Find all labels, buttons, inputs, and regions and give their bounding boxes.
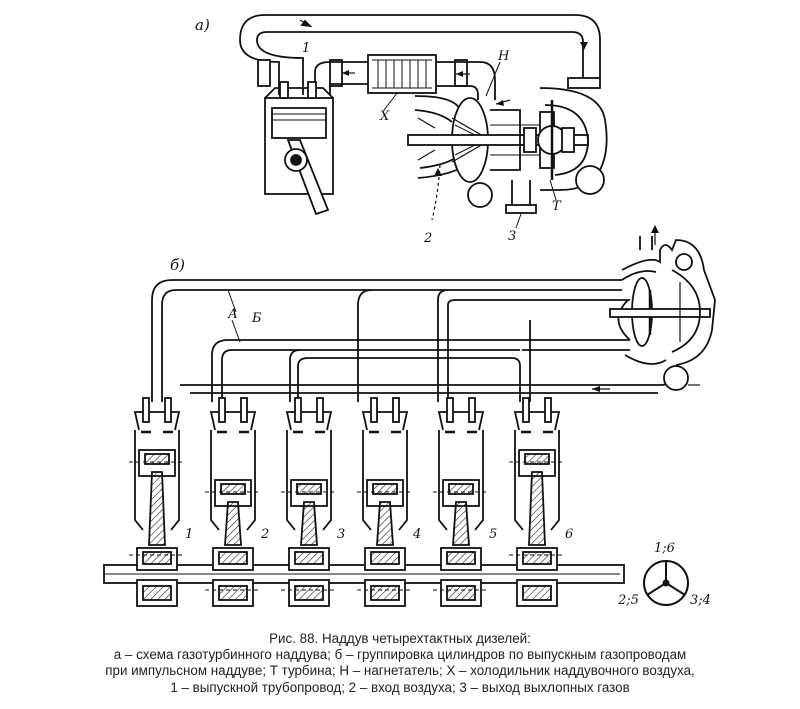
cylinder-6: 6 [509,397,573,607]
label-a-blower: Н [497,49,510,64]
label-pipe-a: А [227,307,238,322]
diagram-b: б) [103,225,716,584]
panel-b-label: б) [170,256,185,274]
cylinder-number-6: 6 [565,527,573,542]
diagram-a: а) [195,14,608,246]
cylinder-5: 5 [433,397,497,607]
turbocharger-b [609,225,716,391]
panel-a-label: а) [195,16,210,34]
cylinder-4: 4 [357,397,421,607]
figure-caption: Рис. 88. Наддув четырехтактных дизелей: … [0,631,800,696]
label-a-outlet: 3 [508,229,516,244]
label-a-turbine: Т [552,199,562,214]
cylinder-2: 2 [205,397,269,607]
cylinder-number-4: 4 [412,527,421,542]
firing-label-left: 2;5 [617,593,639,608]
caption-line-a: а – схема газотурбинного наддува; б – гр… [113,647,687,663]
caption-line-c: 1 – выпускной трубопровод; 2 – вход возд… [170,679,630,695]
caption-line-b: при импульсном наддуве; Т турбина; Н – н… [105,663,695,679]
firing-label-right: 3;4 [690,593,711,608]
cylinder-number-3: 3 [337,527,345,542]
cylinder-number-1: 1 [185,527,193,542]
firing-label-top: 1;6 [654,541,675,556]
label-a-inlet: 2 [423,231,432,246]
cylinder-1: 1 [129,397,193,607]
cylinder-number-5: 5 [489,527,497,542]
cylinder-number-2: 2 [260,527,269,542]
cylinder-3: 3 [281,397,345,607]
caption-title: Рис. 88. Наддув четырехтактных дизелей: [269,631,531,646]
label-pipe-b: Б [251,311,262,326]
engine-supercharging-figure: а) [103,14,716,608]
exhaust-pipe-1 [239,14,601,95]
cylinder-a [264,97,334,195]
cylinder-bank: 1 2 3 4 5 6 [129,397,573,607]
label-a-1: 1 [302,41,310,56]
label-a-cooler: Х [379,109,390,124]
turbocharger-a [407,87,608,214]
firing-order-scheme: 1;6 2;5 3;4 [617,541,711,608]
